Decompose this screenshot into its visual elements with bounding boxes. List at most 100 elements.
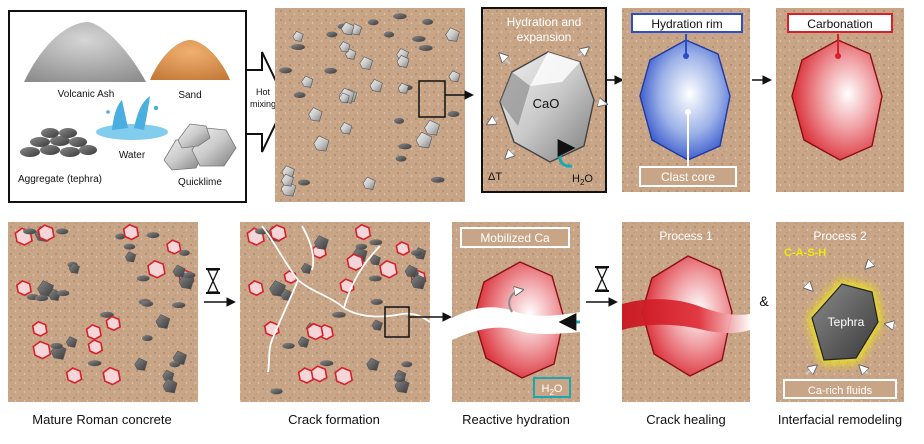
aggregate-pebble bbox=[141, 300, 154, 307]
aggregate-pebble bbox=[55, 228, 69, 235]
aggregate-fragment bbox=[281, 173, 294, 187]
reactive-hydration-panel: Mobilized Ca H2O bbox=[452, 222, 580, 402]
aggregate-pebble bbox=[290, 43, 305, 50]
aggregate-pebble bbox=[34, 295, 49, 302]
aggregate-fragment bbox=[397, 82, 409, 94]
lime-clast bbox=[105, 315, 122, 332]
mixed-concrete-panel bbox=[275, 8, 474, 202]
aggregate-pebble bbox=[412, 35, 426, 42]
lime-clast bbox=[346, 253, 365, 272]
carbonation-panel: Carbonation bbox=[776, 8, 904, 192]
crack-lines bbox=[261, 225, 431, 373]
aggregate-pebble bbox=[430, 176, 445, 183]
hydration-panel: Hydration and expansion CaO ΔT H2O bbox=[481, 7, 606, 193]
lime-clast bbox=[283, 270, 298, 284]
hydration-h2o-label: H2O bbox=[572, 173, 593, 187]
sand-pile bbox=[150, 40, 230, 80]
mobilized-ca-title: Mobilized Ca bbox=[480, 231, 550, 245]
aggregate-pebble bbox=[136, 275, 150, 282]
process2-title: Process 2 bbox=[813, 229, 867, 243]
aggregate-pebble bbox=[401, 361, 413, 368]
aggregate-fragment bbox=[297, 336, 310, 348]
aggregate-pebble bbox=[367, 19, 379, 26]
lime-clast bbox=[269, 224, 287, 242]
aggregate-pebble bbox=[324, 67, 337, 74]
aggregate-fragment bbox=[424, 119, 440, 136]
lime-clast bbox=[102, 366, 121, 386]
aggregate-fragment bbox=[162, 378, 178, 394]
aggregate-fragment bbox=[369, 254, 381, 266]
aggregate-pebble bbox=[181, 272, 196, 279]
aggregate-pebble bbox=[393, 117, 405, 124]
aggregate-pebble bbox=[369, 239, 383, 246]
lime-clast bbox=[306, 322, 324, 341]
aggregate-pebble bbox=[142, 335, 153, 342]
process1-title: Process 1 bbox=[659, 229, 713, 243]
aggregate-fragment bbox=[340, 21, 355, 36]
mature-concrete-panel bbox=[8, 222, 198, 402]
hourglass-icon-1 bbox=[204, 268, 236, 307]
aggregate-fragment bbox=[301, 75, 314, 88]
csh-label: C-A-S-H bbox=[784, 247, 826, 259]
aggregate-fragment bbox=[300, 262, 312, 274]
aggregate-pebble bbox=[422, 18, 434, 25]
aggregate-fragment bbox=[65, 336, 78, 348]
aggregate-pebble bbox=[326, 31, 338, 38]
lime-clast bbox=[247, 280, 264, 297]
aggregate-fragment bbox=[339, 41, 351, 53]
aggregate-pebble bbox=[393, 376, 406, 383]
aggregate-pebble bbox=[297, 179, 310, 186]
aggregate-pebble bbox=[355, 243, 368, 250]
aggregate-pebble bbox=[398, 143, 412, 150]
aggregate-fragment bbox=[314, 235, 329, 250]
aggregate-fragment bbox=[366, 357, 380, 371]
aggregate-fragment bbox=[308, 107, 323, 122]
aggregate-fragment bbox=[338, 92, 350, 104]
water-intake-arrow bbox=[557, 139, 576, 168]
zoom-box bbox=[418, 80, 446, 118]
hydration-rim-title: Hydration rim bbox=[651, 17, 722, 31]
aggregate-fragment bbox=[445, 27, 460, 42]
mobilized-h2o-label: H2O bbox=[542, 383, 563, 397]
aggregate-pebble bbox=[383, 31, 395, 38]
caption-mature: Mature Roman concrete bbox=[32, 412, 171, 427]
caption-crack-healing: Crack healing bbox=[646, 412, 726, 427]
aggregate-pebble bbox=[418, 45, 433, 52]
ca-rich-fluids-label: Ca-rich fluids bbox=[808, 385, 873, 397]
aggregate-fragment bbox=[292, 30, 304, 42]
aggregate-pebble bbox=[319, 360, 334, 367]
sand-label: Sand bbox=[178, 90, 201, 101]
aggregate-pebble bbox=[171, 302, 186, 309]
aggregate-pebble bbox=[87, 360, 102, 367]
aggregate-pebble bbox=[282, 342, 295, 349]
aggregate-fragment bbox=[68, 262, 80, 274]
lime-clast bbox=[31, 320, 48, 337]
lime-clast bbox=[334, 366, 353, 386]
lime-clast bbox=[379, 259, 398, 279]
aggregate-pebble bbox=[178, 249, 190, 256]
water-label: Water bbox=[119, 150, 146, 161]
ampersand: & bbox=[759, 293, 769, 309]
aggregate-fragment bbox=[415, 131, 433, 149]
hydration-rim-panel: Hydration rim Clast core bbox=[622, 8, 750, 192]
delta-t-label: ΔT bbox=[488, 171, 502, 183]
lime-clast bbox=[354, 223, 372, 241]
volcanic-ash-label: Volcanic Ash bbox=[58, 89, 115, 100]
aggregate-pebble bbox=[23, 228, 37, 235]
aggregate-pebble bbox=[278, 67, 292, 74]
water-crack bbox=[452, 307, 580, 340]
aggregate-fragment bbox=[125, 251, 137, 263]
aggregate-fragment bbox=[448, 70, 461, 83]
aggregate-pebble bbox=[169, 361, 181, 368]
aggregate-fragment bbox=[162, 369, 175, 382]
aggregate-fragment bbox=[359, 56, 373, 70]
aggregate-fragment bbox=[172, 264, 186, 278]
aggregate-pebble bbox=[293, 92, 306, 99]
aggregate-pebble bbox=[99, 311, 114, 318]
volcanic-ash-pile bbox=[24, 22, 146, 82]
aggregate-pebble bbox=[395, 155, 407, 162]
hot-mixing-label-1: Hot bbox=[256, 87, 271, 97]
aggregate-pebble bbox=[146, 232, 160, 239]
lime-clast bbox=[310, 365, 328, 383]
